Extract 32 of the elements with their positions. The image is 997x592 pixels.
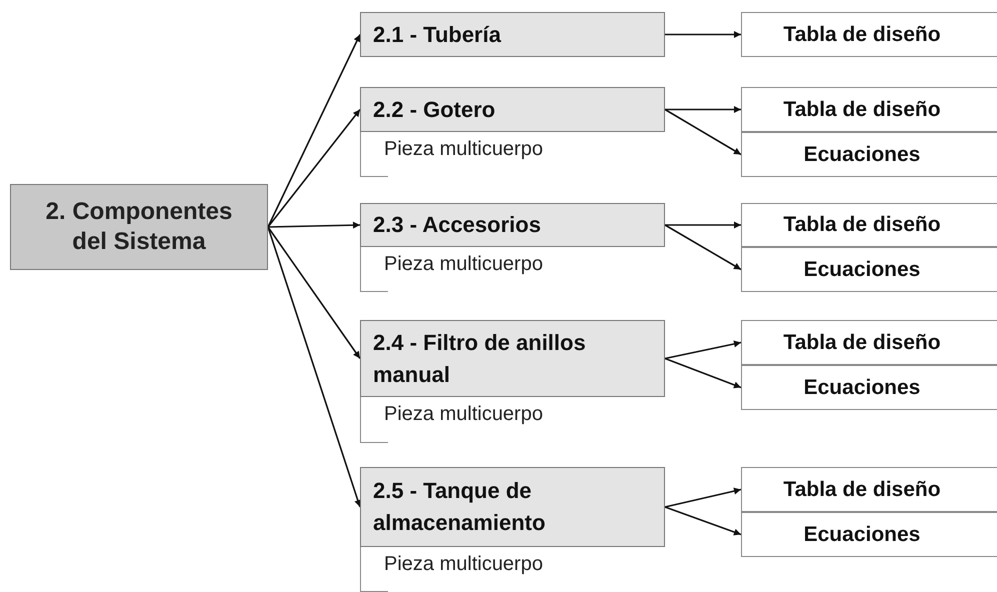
arrow [665, 106, 741, 113]
output-box: Ecuaciones [741, 365, 997, 410]
component-header: 2.2 - Gotero [360, 87, 665, 132]
output-box: Ecuaciones [741, 512, 997, 557]
root-box: 2. Componentes del Sistema [10, 184, 268, 270]
component-note: Pieza multicuerpo [384, 403, 543, 426]
output-box: Tabla de diseño [741, 12, 997, 57]
arrow [664, 488, 742, 508]
output-box: Tabla de diseño [741, 203, 997, 247]
output-box: Tabla de diseño [741, 320, 997, 365]
arrow [664, 506, 742, 536]
arrow [268, 222, 360, 229]
output-box: Ecuaciones [741, 247, 997, 292]
component-header: 2.5 - Tanque de almacenamiento [360, 467, 665, 547]
arrow [267, 226, 361, 359]
component-note: Pieza multicuerpo [384, 138, 543, 161]
component-header: 2.4 - Filtro de anillos manual [360, 320, 665, 397]
output-box: Ecuaciones [741, 132, 997, 177]
output-box: Tabla de diseño [741, 87, 997, 132]
component-header: 2.1 - Tubería [360, 12, 665, 57]
arrow [267, 109, 361, 228]
arrow [665, 31, 741, 38]
arrow [665, 222, 741, 228]
component-note: Pieza multicuerpo [384, 553, 543, 576]
arrow [267, 34, 361, 228]
component-note: Pieza multicuerpo [384, 253, 543, 276]
arrow [664, 358, 742, 388]
component-header: 2.3 - Accesorios [360, 203, 665, 247]
output-box: Tabla de diseño [741, 467, 997, 512]
arrow [664, 108, 742, 156]
arrow [664, 224, 742, 270]
arrow [664, 340, 742, 360]
